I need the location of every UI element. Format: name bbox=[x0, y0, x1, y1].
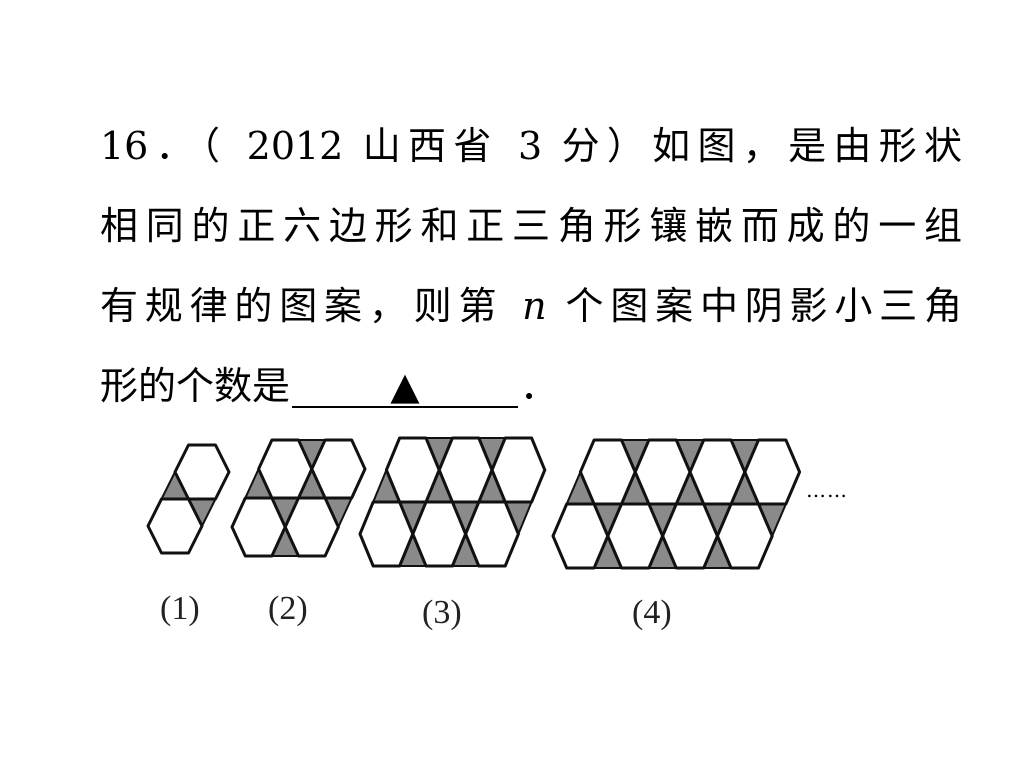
pattern-label-3: (3) bbox=[422, 594, 462, 631]
hexagon bbox=[230, 496, 287, 558]
problem-line-2: 相同的正六边形和正三角形镶嵌而成的一组 bbox=[100, 204, 962, 248]
hexagon bbox=[661, 502, 719, 570]
hexagon bbox=[715, 502, 774, 570]
hexagon bbox=[310, 438, 367, 500]
pattern-3 bbox=[358, 436, 547, 568]
hexagon bbox=[490, 436, 547, 504]
variable-n: n bbox=[522, 284, 547, 328]
hexagon bbox=[173, 443, 231, 501]
text: ． bbox=[520, 364, 559, 408]
problem-line-1: 16．（ 2012 山西省 3 分）如图，是由形状 bbox=[100, 124, 962, 168]
hexagon bbox=[283, 496, 340, 558]
problem-line-4: 形的个数是▲． bbox=[100, 362, 962, 410]
pattern-1 bbox=[146, 443, 231, 555]
hexagon bbox=[606, 502, 665, 570]
hexagon bbox=[688, 438, 747, 506]
pattern-2 bbox=[230, 438, 367, 558]
answer-blank: ▲ bbox=[292, 366, 519, 408]
hexagon bbox=[578, 438, 637, 506]
hexagon bbox=[257, 438, 314, 500]
hexagon bbox=[633, 438, 692, 506]
hexagon bbox=[464, 500, 520, 568]
hexagon bbox=[437, 436, 494, 504]
hexagon bbox=[384, 436, 441, 504]
text: 形的个数是 bbox=[100, 364, 291, 408]
pattern-label-4: (4) bbox=[632, 594, 672, 631]
problem-line-3: 有规律的图案，则第 n 个图案中阴影小三角 bbox=[100, 282, 962, 330]
hexagon bbox=[411, 500, 468, 568]
text: 个图案中阴影小三角 bbox=[546, 284, 962, 328]
text: 有规律的图案，则第 bbox=[100, 284, 523, 328]
hexagon bbox=[146, 497, 204, 555]
continuation-dots: …… bbox=[806, 478, 848, 502]
hexagon bbox=[743, 438, 802, 506]
pattern-label-1: (1) bbox=[160, 590, 200, 627]
pattern-label-2: (2) bbox=[268, 590, 308, 627]
hexagon bbox=[358, 500, 415, 568]
pattern-4 bbox=[551, 438, 802, 570]
hexagon bbox=[551, 502, 610, 570]
